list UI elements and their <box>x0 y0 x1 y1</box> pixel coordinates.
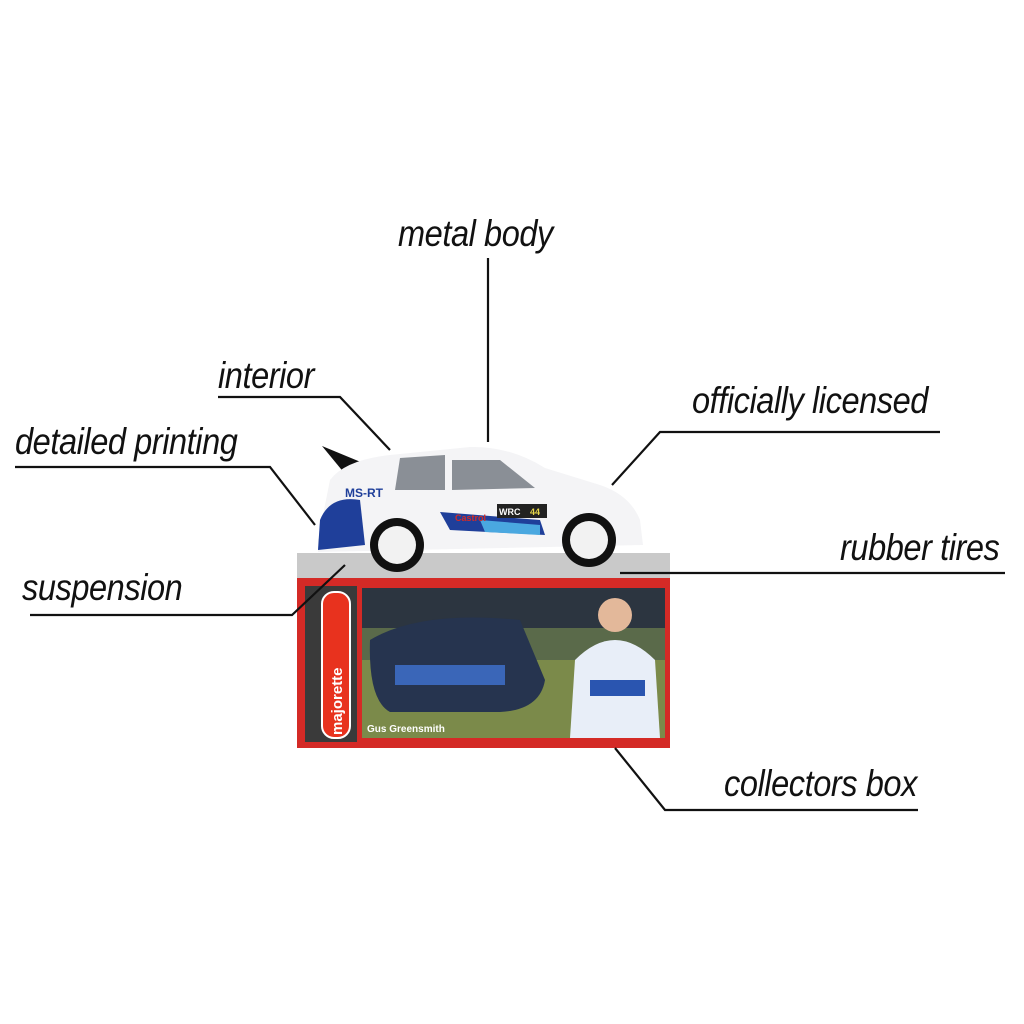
callout-rubber-tires: rubber tires <box>840 527 1000 568</box>
callout-suspension: suspension <box>22 567 183 608</box>
driver-name: Gus Greensmith <box>367 724 445 735</box>
car-livery-text: MS-RT <box>345 486 384 500</box>
callout-metal-body: metal body <box>398 213 553 254</box>
sponsor-text: Castrol <box>455 513 486 523</box>
wrc-plate: WRC <box>499 507 521 517</box>
collectors-box-illustration <box>297 553 670 748</box>
callout-detailed-printing: detailed printing <box>15 421 238 462</box>
car-number: 44 <box>530 507 540 517</box>
callout-interior: interior <box>218 355 315 396</box>
brand-logo: majorette <box>329 667 346 735</box>
callout-collectors-box: collectors box <box>724 763 917 804</box>
callout-officially-licensed: officially licensed <box>692 380 928 421</box>
car-illustration <box>318 446 643 572</box>
